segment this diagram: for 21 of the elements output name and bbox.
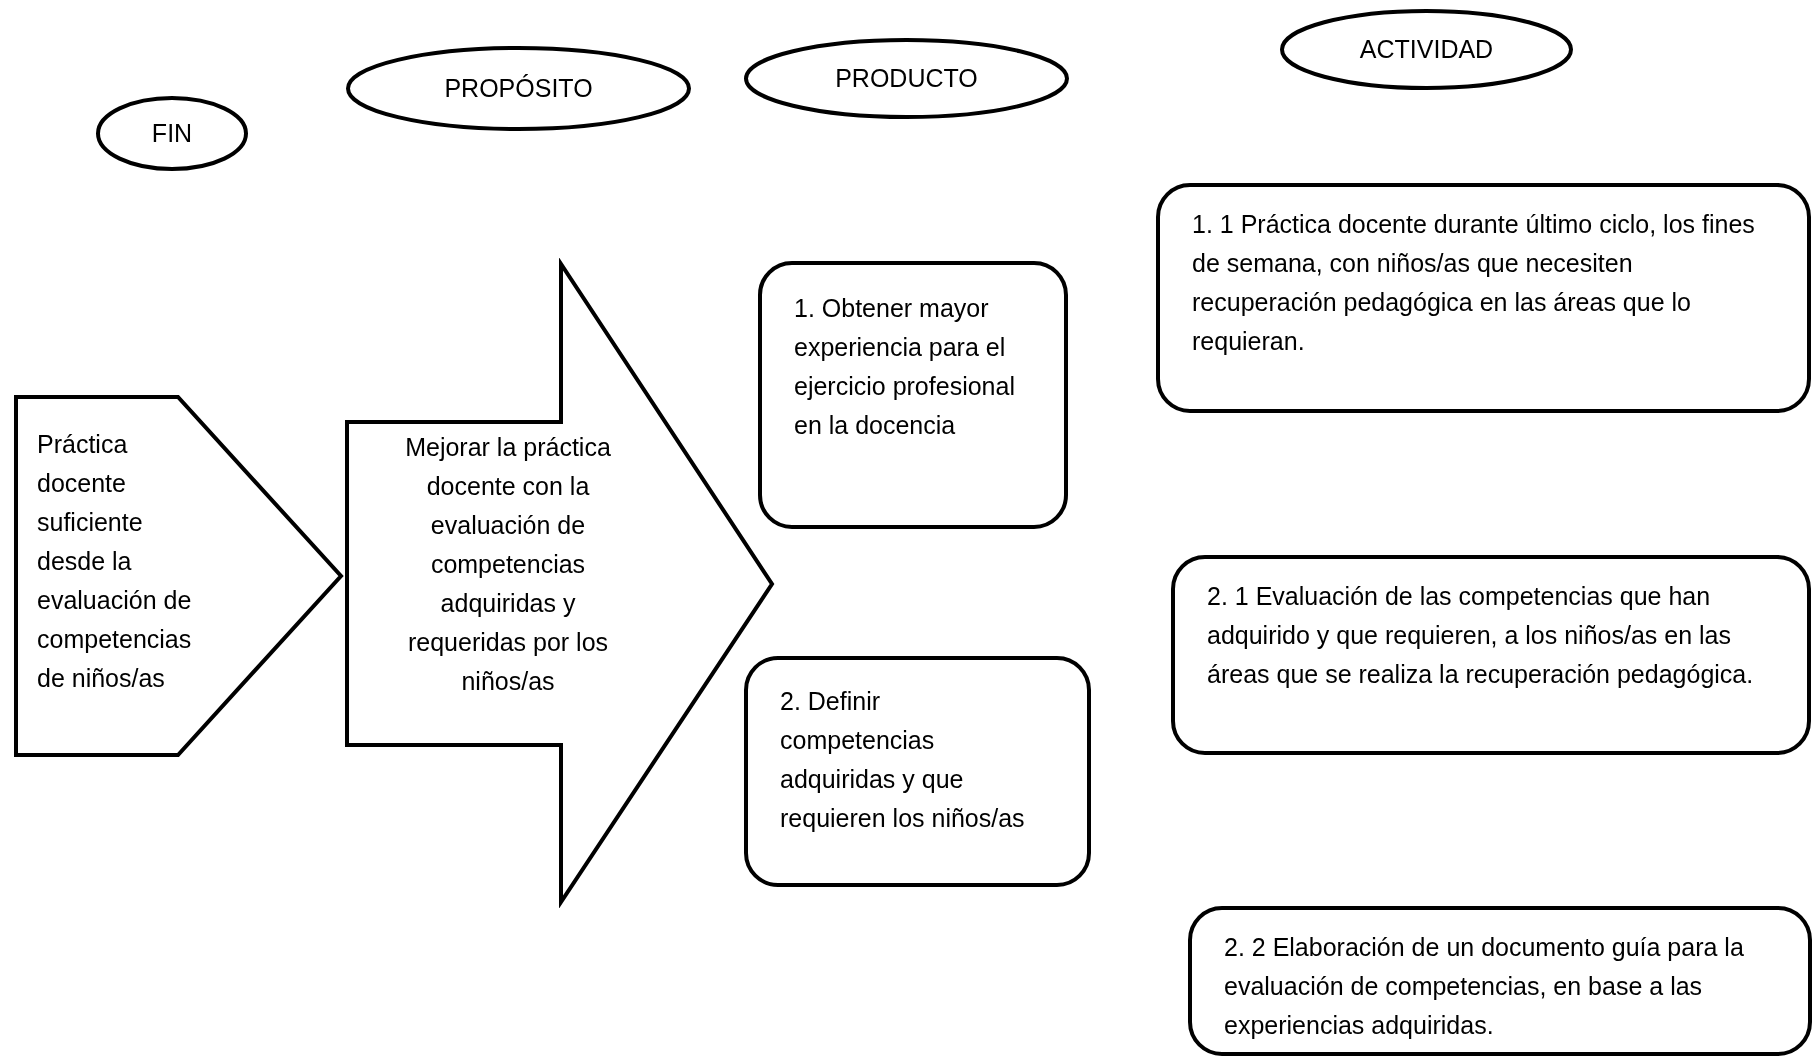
node-text: PROPÓSITO <box>443 73 594 104</box>
rounded-box <box>758 261 1068 529</box>
node-text: PRODUCTO <box>834 63 979 94</box>
pentagon-arrow <box>14 395 344 757</box>
node-text: 2. 1 Evaluación de las competencias que han adquirido y que requieren, a los niños/as en las áreas que se realiza la recuperación pedagógica. <box>1207 581 1755 690</box>
rounded-box <box>744 656 1091 887</box>
node-text: 1. Obtener mayor experiencia para el ejercicio profesional en la docencia <box>794 293 1016 441</box>
rounded-box <box>1171 555 1811 755</box>
node-text: 2. Definir competencias adquiridas y que requieren los niños/as <box>780 686 1026 834</box>
ellipse-heading <box>346 46 691 131</box>
rounded-box <box>1156 183 1811 413</box>
node-text: ACTIVIDAD <box>1358 34 1495 65</box>
ellipse-heading <box>96 96 248 171</box>
rounded-box <box>1188 906 1812 1056</box>
node-text: Mejorar la práctica docente con la evaluación de competencias adquiridas y requeridas por los niños/as <box>404 432 612 697</box>
node-text: FIN <box>150 118 194 149</box>
node-text: Práctica docente suficiente desde la evaluación de competencias de niños/as <box>37 429 193 694</box>
node-text: 1. 1 Práctica docente durante último ciclo, los fines de semana, con niños/as que necesiten recuperación pedagógica en las áreas que lo requieran. <box>1192 209 1756 357</box>
node-text: 2. 2 Elaboración de un documento guía para la evaluación de competencias, en base a las experiencias adquiridas. <box>1224 932 1745 1041</box>
ellipse-heading <box>744 38 1069 119</box>
ellipse-heading <box>1280 9 1573 90</box>
